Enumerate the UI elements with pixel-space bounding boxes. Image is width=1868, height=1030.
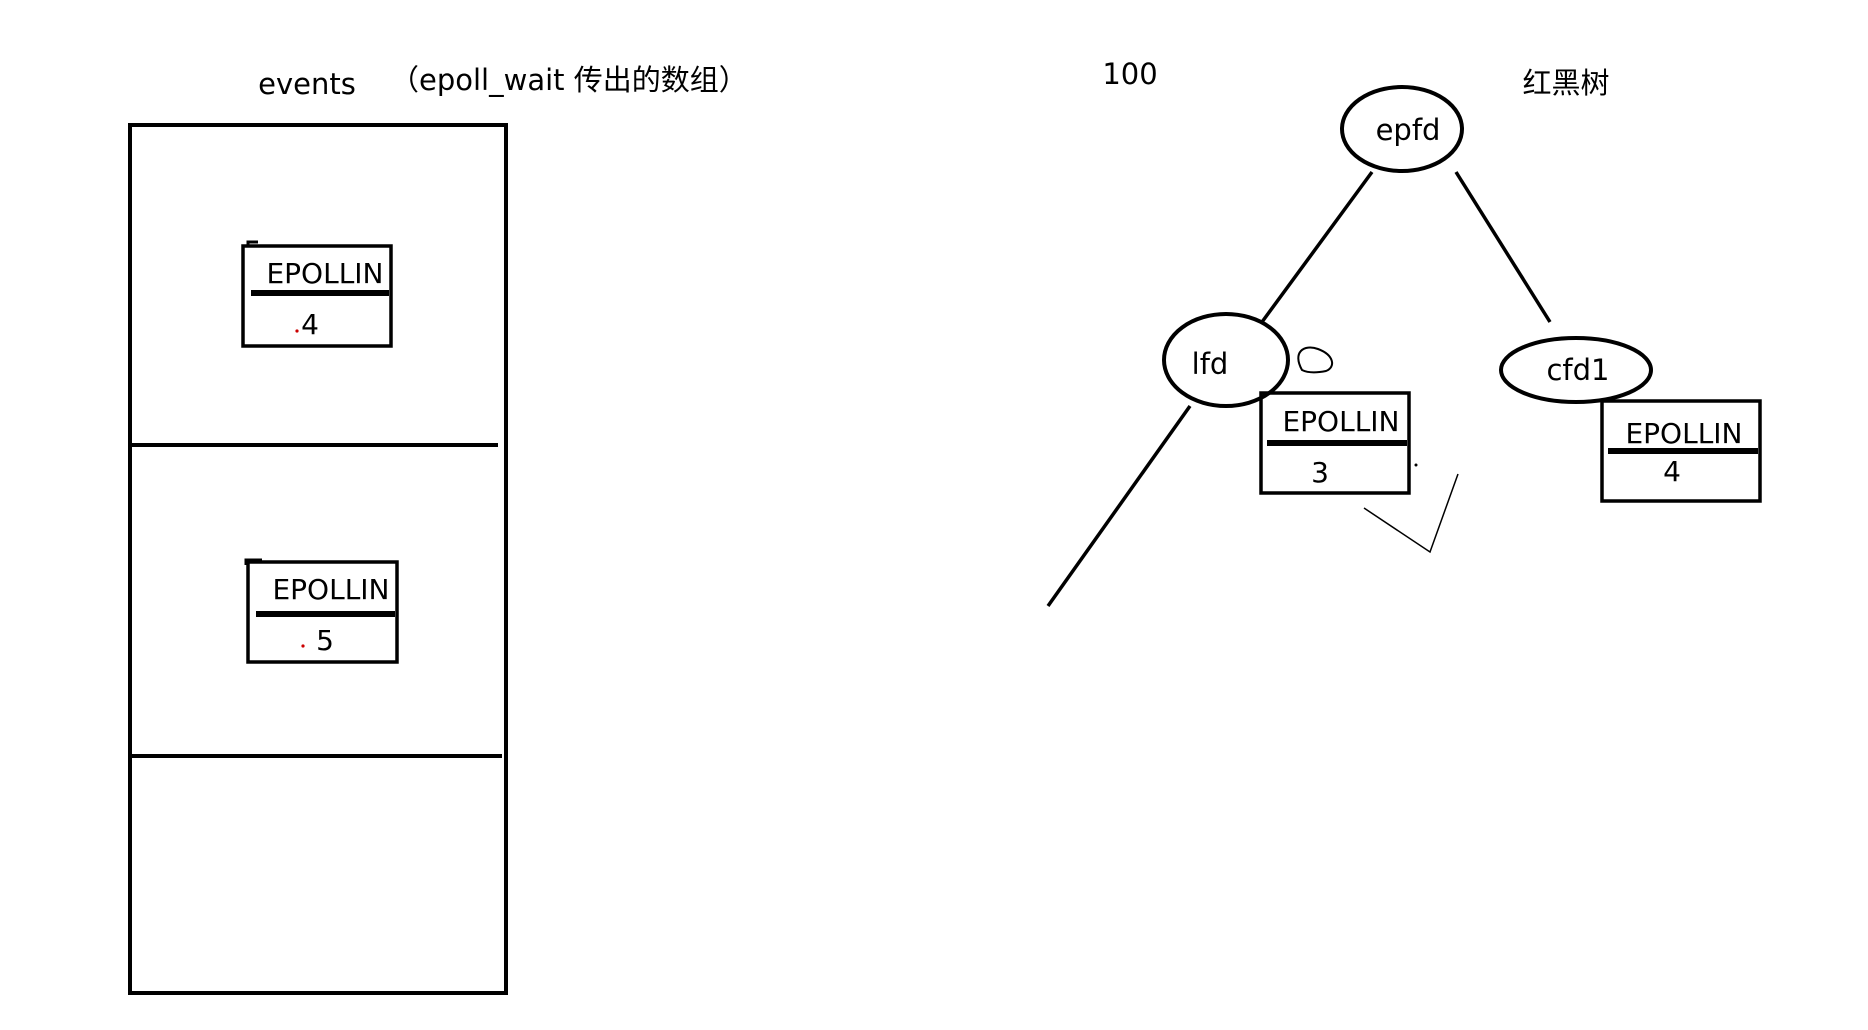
scribble-loop	[1297, 346, 1334, 374]
events-subtitle: （epoll_wait 传出的数组）	[390, 63, 748, 97]
events-array-outline	[128, 123, 508, 995]
events-slot-2-box	[244, 558, 399, 664]
red-mark-1	[295, 329, 299, 333]
tree-node-epfd-label: epfd	[1376, 113, 1441, 147]
events-slot-1-box	[241, 240, 393, 348]
tree-node-cfd1	[1499, 336, 1653, 404]
events-slot-2-fd: 5	[316, 624, 334, 657]
events-title: events	[258, 67, 356, 101]
tree-node-epfd	[1340, 85, 1464, 173]
red-mark-2	[301, 644, 305, 648]
lfd-event-box	[1259, 391, 1411, 495]
events-slot-1-event: EPOLLIN	[266, 257, 383, 290]
tree-node-lfd	[1162, 312, 1290, 408]
tree-node-cfd1-label: cfd1	[1546, 353, 1609, 387]
box-dot	[1414, 463, 1418, 467]
cfd1-event-label: EPOLLIN	[1625, 417, 1742, 450]
tree-type-label: 红黑树	[1522, 66, 1609, 100]
edge-epfd-lfd	[1260, 170, 1374, 324]
lfd-fd-label: 3	[1311, 456, 1329, 489]
events-slot-2-event: EPOLLIN	[272, 573, 389, 606]
tree-node-lfd-label: lfd	[1192, 347, 1229, 381]
lfd-event-label: EPOLLIN	[1282, 405, 1399, 438]
cfd1-fd-label: 4	[1663, 455, 1681, 488]
cfd1-event-box	[1600, 399, 1762, 503]
check-mark	[1363, 473, 1459, 554]
tree-size-label: 100	[1102, 57, 1157, 91]
events-slot-1-fd: 4	[301, 308, 319, 341]
edge-lfd-left-subtree	[1046, 404, 1192, 608]
edge-epfd-cfd1	[1454, 171, 1552, 323]
